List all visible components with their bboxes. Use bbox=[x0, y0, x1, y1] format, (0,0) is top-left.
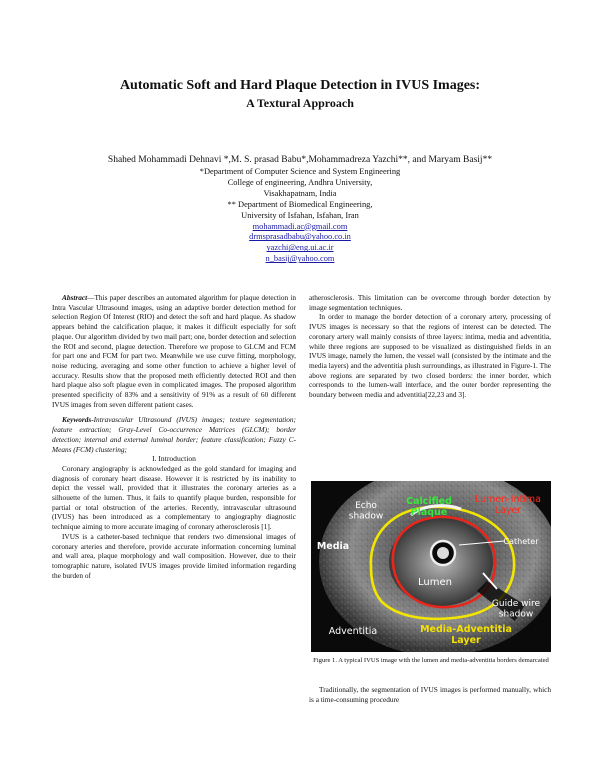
body-paragraph: IVUS is a catheter-based technique that … bbox=[52, 531, 296, 580]
body-paragraph: Coronary angiography is acknowledged as … bbox=[52, 463, 296, 532]
author-list: Shahed Mohammadi Dehnavi *,M. S. prasad … bbox=[107, 155, 493, 165]
right-column: atherosclerosis. This limitation can be … bbox=[309, 293, 551, 400]
figure-label-line: Guide wire bbox=[492, 599, 541, 609]
paper-title: Automatic Soft and Hard Plaque Detection… bbox=[119, 78, 481, 93]
figure-label-line: Lumen bbox=[418, 577, 452, 588]
catheter-core bbox=[437, 547, 449, 559]
paper-subtitle: A Textural Approach bbox=[246, 96, 354, 110]
figure-caption: Figure 1. A typical IVUS image with the … bbox=[313, 657, 549, 664]
abstract-text: —This paper describes an automated algor… bbox=[52, 293, 296, 409]
affiliation-line: University of Isfahan, Isfahan, Iran bbox=[241, 210, 359, 220]
catheter-pointer bbox=[458, 540, 505, 546]
affiliation-line: Visakhapatnam, India bbox=[263, 188, 337, 198]
figure-label-line: Calcified bbox=[406, 496, 452, 507]
figure-label-line: Catheter bbox=[504, 537, 540, 546]
label-adventitia: Adventitia bbox=[329, 626, 377, 637]
affiliation-line: *Department of Computer Science and Syst… bbox=[199, 167, 401, 176]
body-paragraph: Traditionally, the segmentation of IVUS … bbox=[309, 685, 551, 704]
figure-label-line: Plaque bbox=[411, 507, 448, 518]
figure-label-line: shadow bbox=[349, 511, 384, 521]
keywords-paragraph: Keywords-Intravascular Ultrasound (IVUS)… bbox=[52, 415, 296, 454]
affiliation-block: *Department of Computer Science and Syst… bbox=[0, 167, 600, 265]
label-catheter: Catheter bbox=[504, 537, 540, 546]
figure-label-line: Lumen-Intima bbox=[475, 494, 541, 505]
media-adventitia-border bbox=[369, 505, 516, 621]
body-paragraph: atherosclerosis. This limitation can be … bbox=[309, 293, 551, 312]
lumen-border bbox=[391, 515, 497, 609]
email-link[interactable]: drmsprasadbabu@yahoo.co.in bbox=[249, 232, 351, 242]
left-column: Abstract—This paper describes an automat… bbox=[52, 293, 296, 580]
figure-label-line: Adventitia bbox=[329, 626, 377, 637]
abstract-paragraph: Abstract—This paper describes an automat… bbox=[52, 293, 296, 409]
right-column-continued: Traditionally, the segmentation of IVUS … bbox=[309, 685, 551, 704]
abstract-label: Abstract bbox=[62, 293, 88, 302]
body-paragraph: In order to manage the border detection … bbox=[309, 312, 551, 400]
affiliation-line: ** Department of Biomedical Engineering, bbox=[227, 199, 373, 209]
guide-wire-shadow bbox=[477, 581, 525, 621]
label-lumen: Lumen bbox=[418, 577, 452, 588]
calcification-echo bbox=[410, 504, 462, 517]
figure-label-line: shadow bbox=[499, 609, 534, 619]
label-media: Media bbox=[317, 541, 349, 552]
keywords-label: Keywords- bbox=[62, 415, 94, 425]
keywords-text: Intravascular Ultrasound (IVUS) images; … bbox=[52, 415, 296, 454]
affiliation-line: College of engineering, Andhra Universit… bbox=[227, 177, 373, 187]
figure-label-line: Media-Adventitia bbox=[420, 624, 512, 635]
figure-label-line: Echo bbox=[355, 501, 377, 511]
section-heading: I. Introduction bbox=[152, 454, 196, 464]
guide-wire bbox=[482, 572, 498, 590]
email-link[interactable]: n_basij@yahoo.com bbox=[265, 254, 335, 264]
email-link[interactable]: mohammadi.ac@gmail.com bbox=[252, 221, 348, 231]
figure-label-line: Layer bbox=[451, 635, 481, 646]
email-link[interactable]: yazchi@eng.ui.ac.ir bbox=[266, 243, 334, 253]
figure-label-line: Media bbox=[317, 541, 349, 552]
figure-label-line: Layer bbox=[495, 505, 522, 516]
